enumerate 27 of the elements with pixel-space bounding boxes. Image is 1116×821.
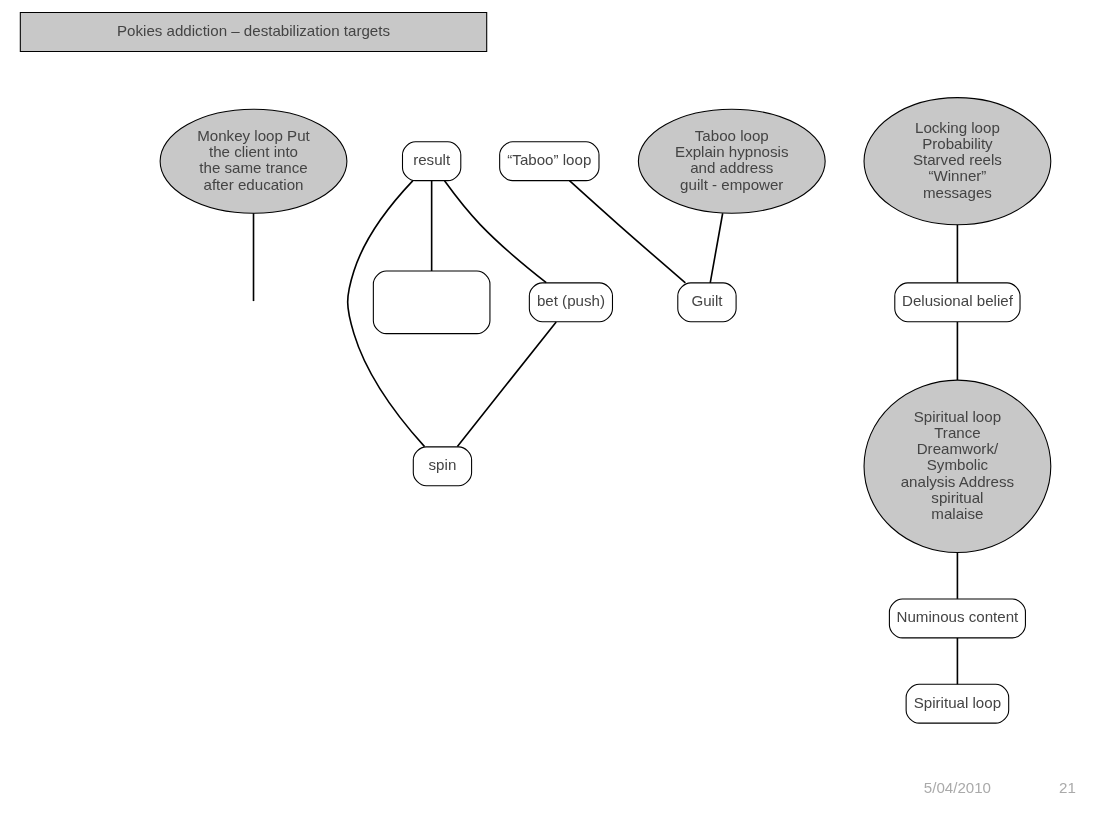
connector (252, 212, 254, 302)
connector (456, 321, 557, 448)
node-box: “Taboo” loop (498, 141, 600, 182)
connector (956, 321, 958, 381)
label: 5/04/2010 (923, 779, 991, 796)
node-ellipse: Monkey loop Put the client into the same trance after education (159, 108, 347, 214)
node-box: Spiritual loop (905, 683, 1009, 724)
node-box: result (401, 141, 461, 182)
connector (346, 179, 425, 448)
connector (443, 180, 547, 284)
connector (956, 637, 958, 686)
node-box: Numinous content (888, 598, 1026, 639)
connector (568, 179, 686, 284)
node-ellipse: Taboo loop Explain hypnosis and address guilt - empower (637, 108, 826, 214)
node-circle: Spiritual loop Trance Dreamwork/ Symbolic analysis Address spiritual malaise (863, 379, 1051, 553)
label: 21 (1058, 779, 1076, 796)
connector (956, 552, 958, 600)
node-box: spin (412, 446, 472, 487)
node-box (372, 270, 490, 335)
node-box: Delusional belief (893, 282, 1021, 323)
node-box: Guilt (676, 282, 737, 323)
connector (708, 212, 723, 284)
connector (430, 179, 432, 272)
node-ellipse: Locking loop Probability Starved reels “Winner” messages (863, 97, 1051, 226)
node-box: Pokies addiction – destabilization targets (19, 12, 487, 52)
connector (956, 224, 958, 284)
node-box: bet (push) (528, 282, 613, 323)
